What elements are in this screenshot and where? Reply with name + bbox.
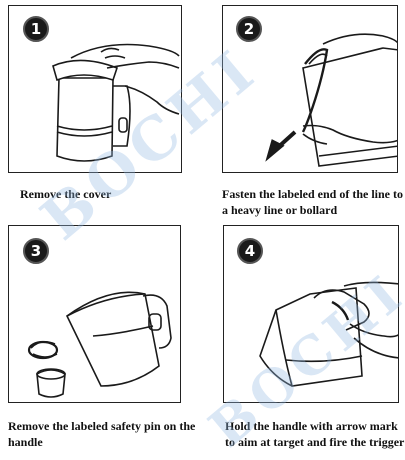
step-4-caption: Hold the handle with arrow mark to aim a… — [225, 419, 405, 449]
step-1-caption: Remove the cover — [20, 187, 112, 201]
step-4-illustration — [259, 281, 398, 387]
step-3-illustration — [27, 291, 172, 398]
step-2-badge: 2 — [236, 16, 262, 42]
step-1-badge: 1 — [23, 16, 49, 42]
step-3-caption: Remove the labeled safety pin on the han… — [8, 419, 196, 449]
step-2-panel: 2 — [222, 5, 398, 173]
step-3-panel: 3 — [8, 225, 181, 403]
step-2-caption: Fasten the labeled end of the line to a … — [222, 187, 403, 217]
step-1-illustration — [52, 43, 180, 162]
pull-arrow-icon — [265, 130, 297, 162]
step-1-panel: 1 — [8, 5, 182, 173]
step-4-badge: 4 — [237, 238, 263, 264]
step-4-panel: 4 — [223, 225, 399, 403]
step-3-badge: 3 — [23, 238, 49, 264]
step-2-illustration — [265, 33, 397, 167]
